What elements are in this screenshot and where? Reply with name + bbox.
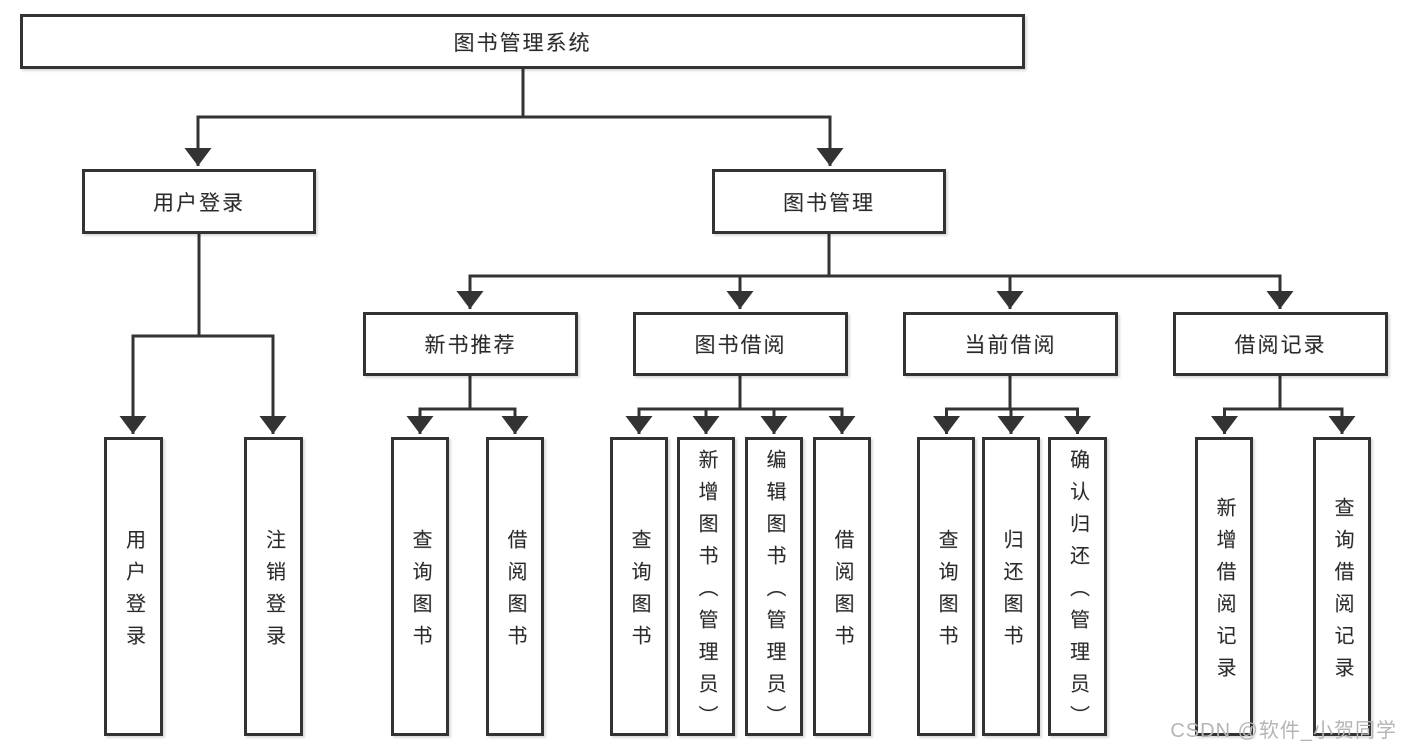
node-leaf-confirm-return-admin-label: 确认归还（管理员）: [1066, 448, 1089, 737]
node-leaf-borrow-books-borrowing: 借阅图书: [813, 437, 871, 736]
node-new-book-recommend: 新书推荐: [363, 312, 578, 376]
node-leaf-query-books-borrowing: 查询图书: [610, 437, 668, 736]
node-leaf-user-login-label: 用户登录: [122, 528, 145, 657]
node-book-management-label: 图书管理: [783, 191, 875, 215]
node-leaf-query-books-current: 查询图书: [917, 437, 975, 736]
node-leaf-query-borrow-record-label: 查询借阅记录: [1331, 496, 1353, 689]
node-leaf-return-books: 归还图书: [982, 437, 1040, 736]
node-root-label: 图书管理系统: [453, 31, 592, 55]
node-book-management: 图书管理: [712, 169, 946, 234]
node-leaf-edit-books-admin: 编辑图书（管理员）: [745, 437, 803, 737]
node-leaf-add-books-admin-label: 新增图书（管理员）: [695, 448, 717, 737]
node-user-login: 用户登录: [82, 169, 316, 234]
node-borrowing-records-label: 借阅记录: [1234, 334, 1327, 357]
node-leaf-query-books-borrowing-label: 查询图书: [628, 528, 650, 657]
node-current-borrowing-label: 当前借阅: [964, 334, 1057, 357]
node-book-borrowing-label: 图书借阅: [694, 334, 787, 357]
node-leaf-query-books-recommend: 查询图书: [391, 437, 449, 736]
node-root: 图书管理系统: [20, 14, 1025, 69]
node-leaf-user-login: 用户登录: [104, 437, 163, 736]
node-leaf-edit-books-admin-label: 编辑图书（管理员）: [763, 448, 785, 737]
node-leaf-return-books-label: 归还图书: [1000, 528, 1022, 657]
node-leaf-query-books-recommend-label: 查询图书: [409, 528, 431, 657]
node-leaf-borrow-books-borrowing-label: 借阅图书: [831, 528, 853, 657]
node-leaf-add-borrow-record: 新增借阅记录: [1195, 437, 1253, 736]
csdn-watermark: CSDN @软件_小贺同学: [1170, 720, 1397, 742]
node-book-borrowing: 图书借阅: [633, 312, 848, 376]
node-borrowing-records: 借阅记录: [1173, 312, 1388, 376]
node-leaf-query-books-current-label: 查询图书: [935, 528, 957, 657]
node-leaf-borrow-books-recommend-label: 借阅图书: [504, 528, 526, 657]
node-user-login-label: 用户登录: [153, 191, 245, 215]
node-leaf-add-borrow-record-label: 新增借阅记录: [1213, 496, 1235, 689]
node-leaf-logout-label: 注销登录: [262, 528, 285, 657]
node-leaf-query-borrow-record: 查询借阅记录: [1313, 437, 1371, 736]
node-leaf-logout: 注销登录: [244, 437, 303, 736]
node-new-book-recommend-label: 新书推荐: [424, 334, 517, 357]
node-leaf-add-books-admin: 新增图书（管理员）: [677, 437, 735, 737]
node-leaf-borrow-books-recommend: 借阅图书: [486, 437, 544, 736]
node-current-borrowing: 当前借阅: [903, 312, 1118, 376]
node-leaf-confirm-return-admin: 确认归还（管理员）: [1048, 437, 1107, 737]
